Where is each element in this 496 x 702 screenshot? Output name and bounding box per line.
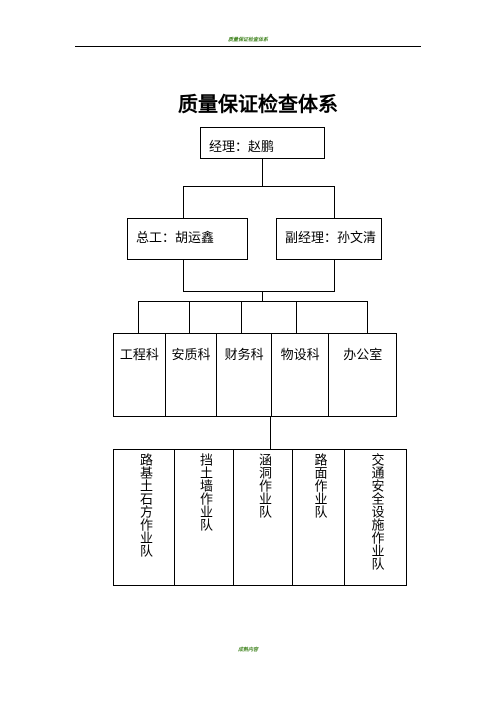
connector-to-departments	[262, 291, 263, 301]
team-pavement: 路面作业队	[293, 450, 345, 585]
connector-to-deputy	[334, 186, 335, 218]
connector-dept-5	[367, 301, 368, 333]
header-rule	[75, 46, 421, 47]
department-office: 办公室	[343, 348, 383, 363]
team-retaining-wall-label: 挡土墙作业队	[197, 453, 212, 531]
connector-manager-down	[262, 159, 263, 186]
team-retaining-wall: 挡土墙作业队	[175, 450, 234, 585]
team-culvert-label: 涵洞作业队	[256, 453, 271, 518]
teams-table: 路基土石方作业队 挡土墙作业队 涵洞作业队 路面作业队 交通安全设施作业队	[113, 449, 407, 586]
page-header: 质量保证检查体系	[227, 37, 268, 43]
page-footer: 成熟内容	[237, 647, 258, 653]
deputy-manager-label: 副经理：孙文清	[285, 231, 377, 246]
team-subgrade-earthwork-label: 路基土石方作业队	[137, 453, 152, 557]
connector-dept-4	[296, 301, 297, 333]
departments-table: 工程科 安质科 财务科 物设科 办公室	[113, 333, 397, 417]
chief-engineer-box: 总工：胡运鑫	[127, 218, 248, 260]
department-finance: 财务科	[217, 334, 272, 416]
connector-level2-bar	[183, 186, 335, 187]
page-title: 质量保证检查体系	[178, 92, 338, 116]
connector-departments-bar	[138, 301, 367, 302]
department-engineering: 工程科	[114, 334, 166, 416]
team-traffic-safety: 交通安全设施作业队	[345, 450, 406, 585]
connector-dept-2	[189, 301, 190, 333]
team-pavement-label: 路面作业队	[311, 453, 327, 518]
team-subgrade-earthwork: 路基土石方作业队	[114, 450, 175, 585]
connector-dept-3	[241, 301, 242, 333]
team-culvert: 涵洞作业队	[234, 450, 293, 585]
manager-label: 经理：赵鹏	[209, 140, 275, 155]
connector-dept-1	[138, 301, 139, 333]
connector-level2-bottom-bar	[183, 291, 335, 292]
connector-deputy-down	[334, 260, 335, 291]
department-materials: 物设科	[272, 334, 330, 416]
department-quality-safety: 安质科	[166, 334, 218, 416]
team-traffic-safety-label: 交通安全设施作业队	[368, 453, 384, 570]
chief-engineer-label: 总工：胡运鑫	[136, 231, 215, 246]
connector-to-teams	[270, 417, 271, 449]
manager-box: 经理：赵鹏	[200, 127, 325, 159]
connector-to-chief	[183, 186, 184, 218]
connector-chief-down	[183, 260, 184, 291]
deputy-manager-box: 副经理：孙文清	[276, 218, 382, 260]
